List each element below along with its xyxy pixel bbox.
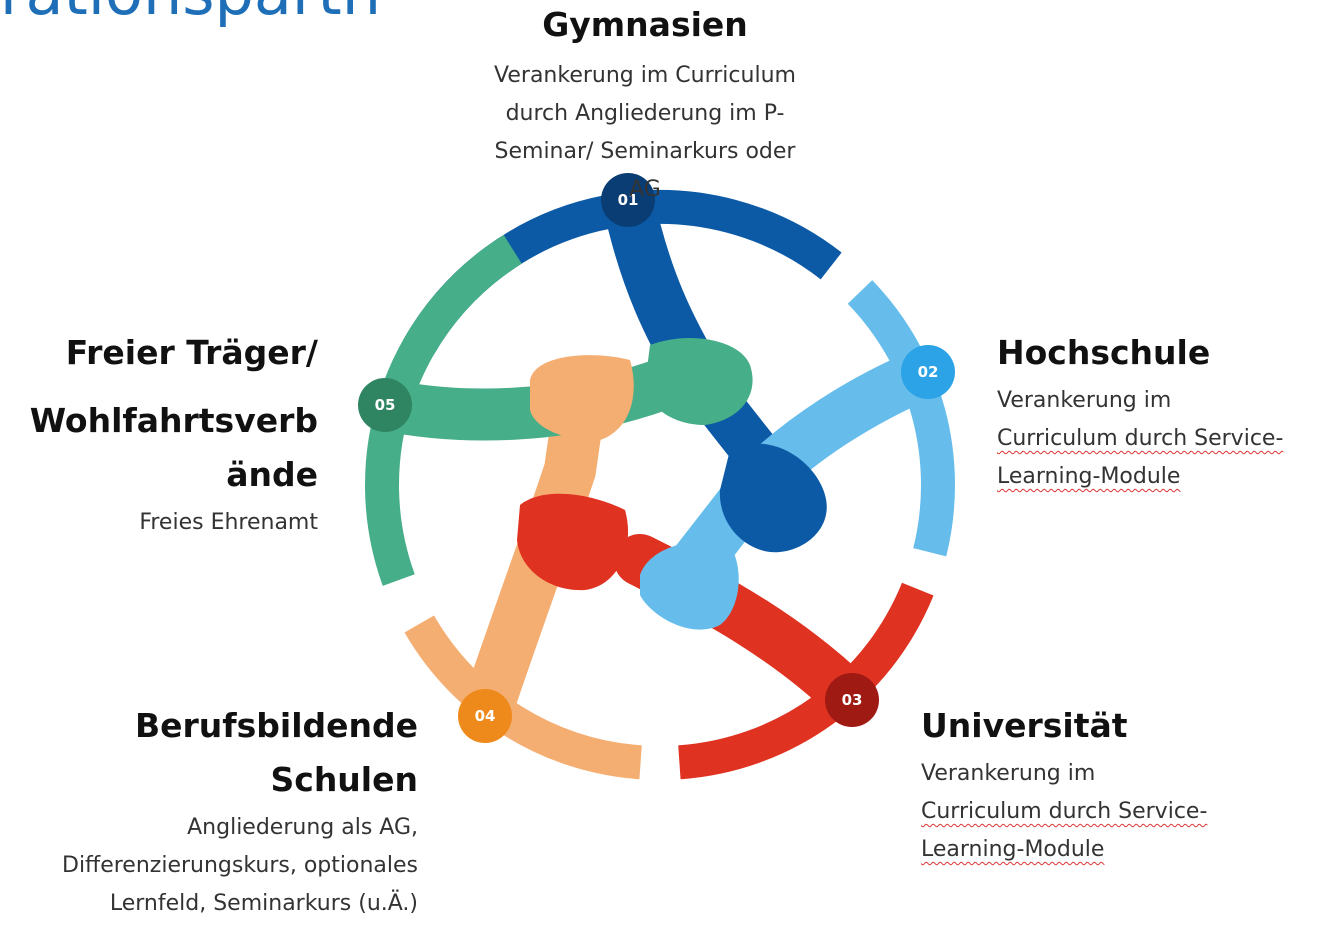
text-line: durch Angliederung im P- — [505, 101, 785, 126]
node-description: Verankerung im Curriculum durch Service-… — [921, 755, 1301, 869]
node-title: Gymnasien — [542, 5, 748, 44]
fist-blue — [719, 443, 827, 553]
text-line: Seminar/ Seminarkurs oder — [494, 139, 796, 164]
ring-segment-03 — [678, 582, 934, 780]
title-line: Schulen — [270, 760, 418, 799]
node-description: Freies Ehrenamt — [10, 504, 318, 542]
node-gymnasien: Gymnasien Verankerung im Curriculum durc… — [440, 0, 850, 209]
node-universitaet: Universität Verankerung im Curriculum du… — [921, 699, 1301, 869]
text-line: Angliederung als AG, — [187, 815, 418, 840]
node-freier-traeger: Freier Träger/ Wohlfahrtsverb ände Freie… — [10, 326, 318, 542]
page-title: rationspartn — [0, 0, 381, 29]
node-title: Berufsbildende Schulen — [20, 699, 418, 807]
ring-segment-04 — [404, 615, 642, 780]
badge-number: 05 — [375, 396, 396, 414]
badge-05: 05 — [358, 378, 412, 432]
badge-circle — [825, 673, 879, 727]
text-line: Verankerung im Curriculum — [494, 63, 796, 88]
ring-segments — [365, 190, 955, 780]
text-line: Verankerung im — [921, 761, 1096, 786]
text-line: AG — [629, 177, 661, 202]
text-line: Freies Ehrenamt — [139, 510, 318, 535]
fist-red — [517, 493, 629, 591]
text-line: Curriculum durch Service- — [921, 799, 1208, 824]
title-line: ände — [226, 455, 318, 494]
node-title: Hochschule — [997, 333, 1211, 372]
node-hochschule: Hochschule Verankerung im Curriculum dur… — [997, 326, 1317, 496]
title-line: Freier Träger/ — [65, 333, 318, 372]
badge-number: 04 — [475, 707, 496, 725]
text-line: Verankerung im — [997, 388, 1172, 413]
badge-circle — [358, 378, 412, 432]
node-description: Verankerung im Curriculum durch Angliede… — [440, 57, 850, 209]
text-line: Differenzierungskurs, optionales — [62, 853, 418, 878]
text-line: Lernfeld, Seminarkurs (u.Ä.) — [109, 891, 418, 916]
badge-02: 02 — [901, 345, 955, 399]
text-line: Learning-Module — [997, 464, 1181, 489]
arm-berufsbildende — [459, 374, 606, 742]
fist-green — [645, 337, 753, 425]
node-description: Angliederung als AG, Differenzierungskur… — [20, 809, 418, 923]
badge-number: 01 — [618, 191, 639, 209]
badge-number: 02 — [918, 363, 939, 381]
node-berufsbildende-schulen: Berufsbildende Schulen Angliederung als … — [20, 699, 418, 923]
node-title: Freier Träger/ Wohlfahrtsverb ände — [10, 326, 318, 502]
ring-segment-02 — [847, 280, 955, 557]
badge-circle — [901, 345, 955, 399]
text-line: Curriculum durch Service- — [997, 426, 1284, 451]
number-badges: 01 02 03 04 05 — [358, 173, 955, 743]
badge-circle — [458, 689, 512, 743]
node-description: Verankerung im Curriculum durch Service-… — [997, 382, 1317, 496]
fist-lightblue — [640, 541, 739, 630]
node-title: Universität — [921, 706, 1128, 745]
title-line: Wohlfahrtsverb — [29, 401, 318, 440]
badge-01: 01 — [601, 173, 655, 227]
badge-04: 04 — [458, 689, 512, 743]
fists — [517, 337, 827, 630]
title-line: Berufsbildende — [134, 706, 418, 745]
badge-number: 03 — [842, 691, 863, 709]
fist-orange — [530, 355, 634, 441]
badge-circle — [601, 173, 655, 227]
text-line: Learning-Module — [921, 837, 1105, 862]
badge-03: 03 — [825, 673, 879, 727]
